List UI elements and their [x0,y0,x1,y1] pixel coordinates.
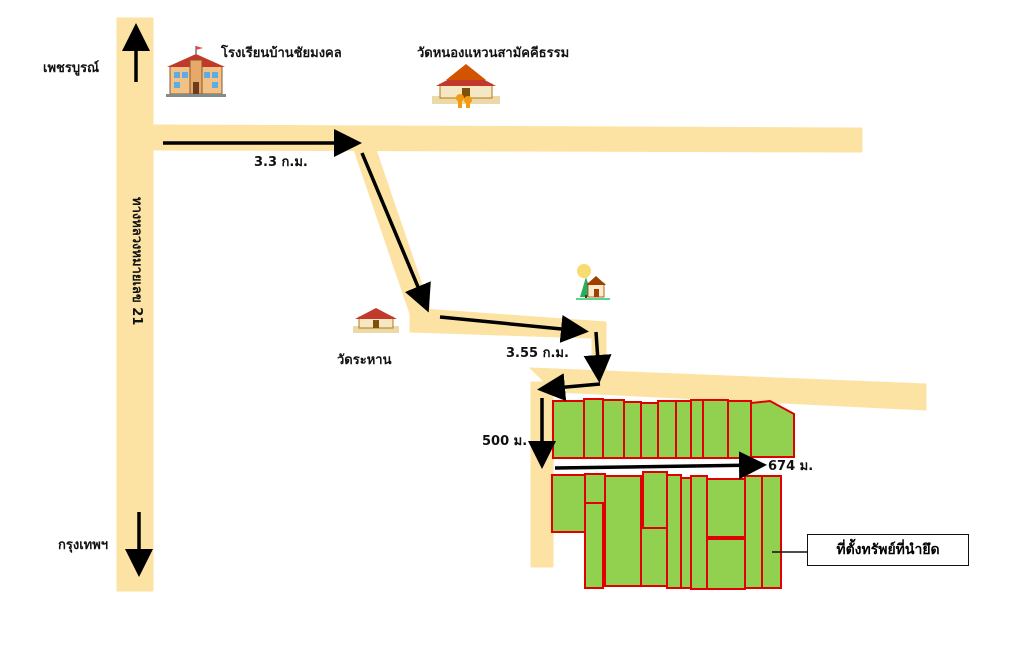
road-east-branch [152,124,863,153]
arrow-diagonal [360,152,431,313]
road-to-village [409,307,607,373]
parcel [583,398,604,459]
property-callout: ที่ตั้งทรัพย์ที่นำยึด [807,534,969,566]
parcel [551,474,586,533]
parcel [761,475,782,589]
arrow-to-village [439,315,589,343]
roads [116,17,927,592]
temple-icon [432,64,500,108]
arrow-west [537,373,601,402]
parcel [690,475,708,590]
parcel [657,400,677,459]
temple-north-label: วัดหนองแหวนสามัคคีธรรม [417,46,570,61]
highway-label: ทางหลวงหมายเลข 21 [129,197,144,326]
temple-icon [353,308,399,333]
temple-middle-label: วัดระหาน [337,353,392,368]
house-icon [576,264,610,300]
parcel [640,527,668,587]
parcel [552,400,585,459]
parcel [584,473,606,504]
parcel [690,399,704,459]
parcel [727,400,752,459]
parcel [706,538,746,590]
direction-label-north: เพชรบูรณ์ [43,61,100,76]
parcel [584,502,604,589]
distance-label-4: 674 ม. [768,459,814,474]
direction-label-south: กรุงเทพฯ [58,538,109,553]
route-arrows [122,23,767,577]
arrow-down-1 [583,331,612,383]
property-parcels [551,398,795,590]
parcel [642,471,668,529]
highway-21-road [116,17,154,592]
parcel [666,474,682,589]
parcel [706,478,746,538]
distance-label-2: 3.55 ก.ม. [506,346,569,361]
parcel [702,399,729,459]
parcel [640,402,659,459]
parcel [750,399,795,458]
parcel [623,401,642,459]
parcel [604,475,642,587]
distance-label-3: 500 ม. [482,434,528,449]
parcel [680,477,692,589]
parcel [744,475,763,589]
parcel [602,399,625,459]
school-label: โรงเรียนบ้านชัยมงคล [221,46,342,61]
school-icon [166,46,226,97]
distance-label-1: 3.3 ก.ม. [254,155,308,170]
arrow-674 [554,451,767,480]
parcel [675,400,692,459]
